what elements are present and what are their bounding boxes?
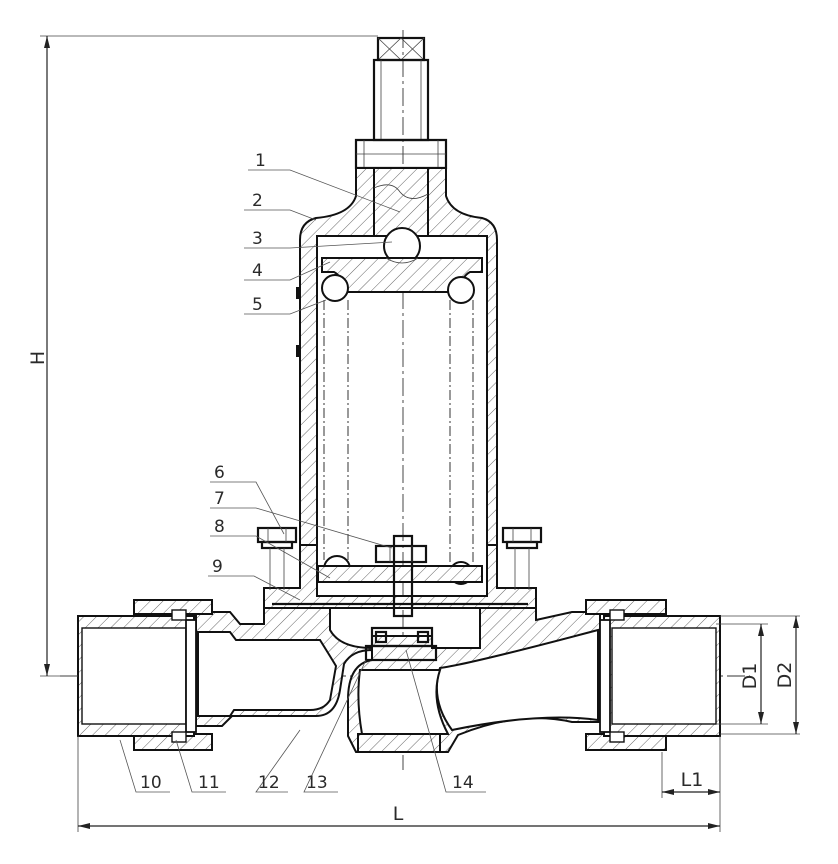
dimension-d1-label: D1 [739, 663, 761, 690]
spring [321, 274, 475, 585]
lower-spring-plate [317, 565, 483, 583]
union-right [585, 599, 721, 751]
part-label-8: 8 [214, 517, 225, 537]
dimension-h [40, 35, 378, 677]
bottom-plug [357, 733, 441, 753]
stem-nut [374, 534, 428, 618]
bonnet [299, 167, 498, 546]
part-label-4: 4 [252, 261, 263, 281]
dimension-d2-label: D2 [774, 662, 796, 689]
part-label-9: 9 [212, 557, 223, 577]
dimension-l1 [661, 752, 720, 798]
dimension-d2 [720, 615, 800, 735]
part-label-3: 3 [252, 229, 263, 249]
seat-chamber [357, 669, 450, 735]
union-left [77, 599, 213, 751]
dimension-h-label: H [27, 351, 49, 365]
part-label-13: 13 [306, 773, 328, 793]
part-label-5: 5 [252, 295, 263, 315]
adjusting-screw [372, 36, 430, 142]
valve-disc [364, 626, 438, 662]
part-label-6: 6 [214, 463, 225, 483]
part-label-14: 14 [452, 773, 474, 793]
part-label-12: 12 [258, 773, 280, 793]
dimension-l [77, 736, 721, 832]
dimension-l-label: L [393, 803, 404, 825]
part-label-7: 7 [214, 489, 225, 509]
inlet-channel [197, 631, 338, 717]
lock-nut [354, 138, 448, 170]
part-label-1: 1 [255, 151, 266, 171]
outlet-channel [435, 628, 599, 732]
part-label-11: 11 [198, 773, 220, 793]
dimension-d1 [716, 623, 768, 725]
part-label-10: 10 [140, 773, 162, 793]
stem-end [373, 167, 429, 237]
bolt-right [501, 526, 543, 590]
leader-lines [119, 169, 486, 793]
part-label-2: 2 [252, 191, 263, 211]
dimension-l1-label: L1 [681, 769, 704, 791]
